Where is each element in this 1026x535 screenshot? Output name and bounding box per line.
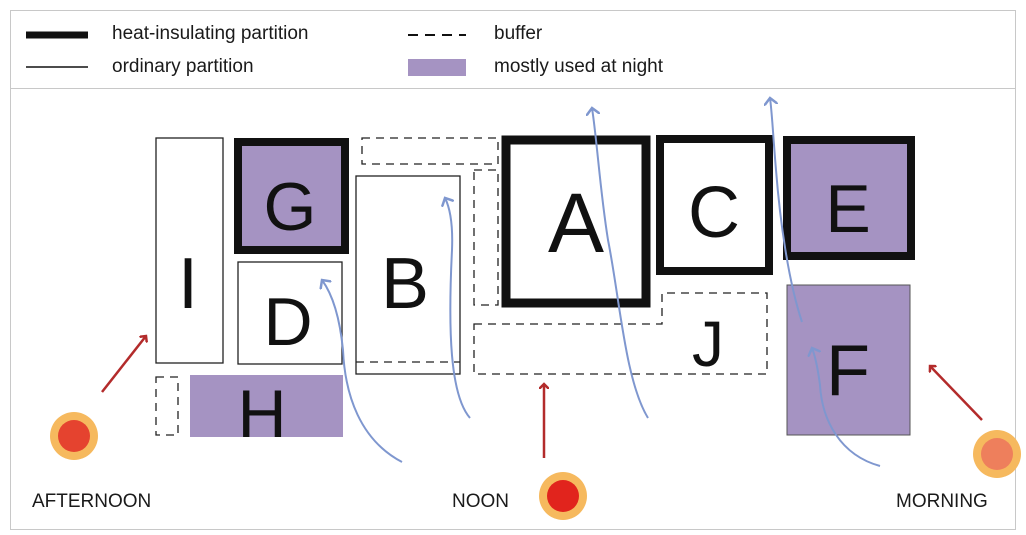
legend-buffer-label: buffer [494,23,543,44]
airflow-arrow-f [812,348,881,467]
buffer-west [155,376,179,436]
room-b [355,175,461,375]
room-h-label: H [237,376,286,452]
sun-noon-icon [539,472,587,520]
room-i-label: I [178,244,198,324]
diagram-frame [10,10,1016,530]
room-g [234,138,349,254]
room-b-label: B [381,244,429,324]
room-c-label: C [688,173,740,253]
legend-divider [10,88,1016,89]
room-d-label: D [263,284,312,360]
airflow-arrow-ce [770,98,803,323]
room-e-label: E [825,171,870,247]
buffer-north [361,137,499,165]
room-f [786,284,911,436]
room-d [237,261,343,365]
room-e [783,136,915,260]
room-g-label: G [264,169,317,245]
airflow-arrow-d [322,280,403,463]
airflow-arrow-a [592,108,649,419]
sun-arrow-morning [930,366,983,421]
room-f-label: F [826,331,870,411]
room-h [190,375,343,437]
room-j-label: J [692,308,724,380]
sun-afternoon-icon [50,412,98,460]
sun-label-afternoon: AFTERNOON [32,491,151,512]
room-a-label: A [548,176,604,270]
sun-arrow-afternoon [101,336,146,393]
room-j [473,292,768,375]
legend-night-swatch [408,59,466,76]
legend-heat-insulating-label: heat-insulating partition [112,23,309,44]
sun-label-noon: NOON [452,491,509,512]
legend-swatches [26,31,466,76]
airflow-arrow-b [445,198,471,419]
sun-morning-icon [973,430,1021,478]
room-i [155,137,224,364]
legend-ordinary-label: ordinary partition [112,56,254,77]
buffer-a-west [473,169,499,306]
legend-night-label: mostly used at night [494,56,663,77]
room-a [501,135,651,308]
sun-label-morning: MORNING [896,491,988,512]
room-c [656,135,773,275]
